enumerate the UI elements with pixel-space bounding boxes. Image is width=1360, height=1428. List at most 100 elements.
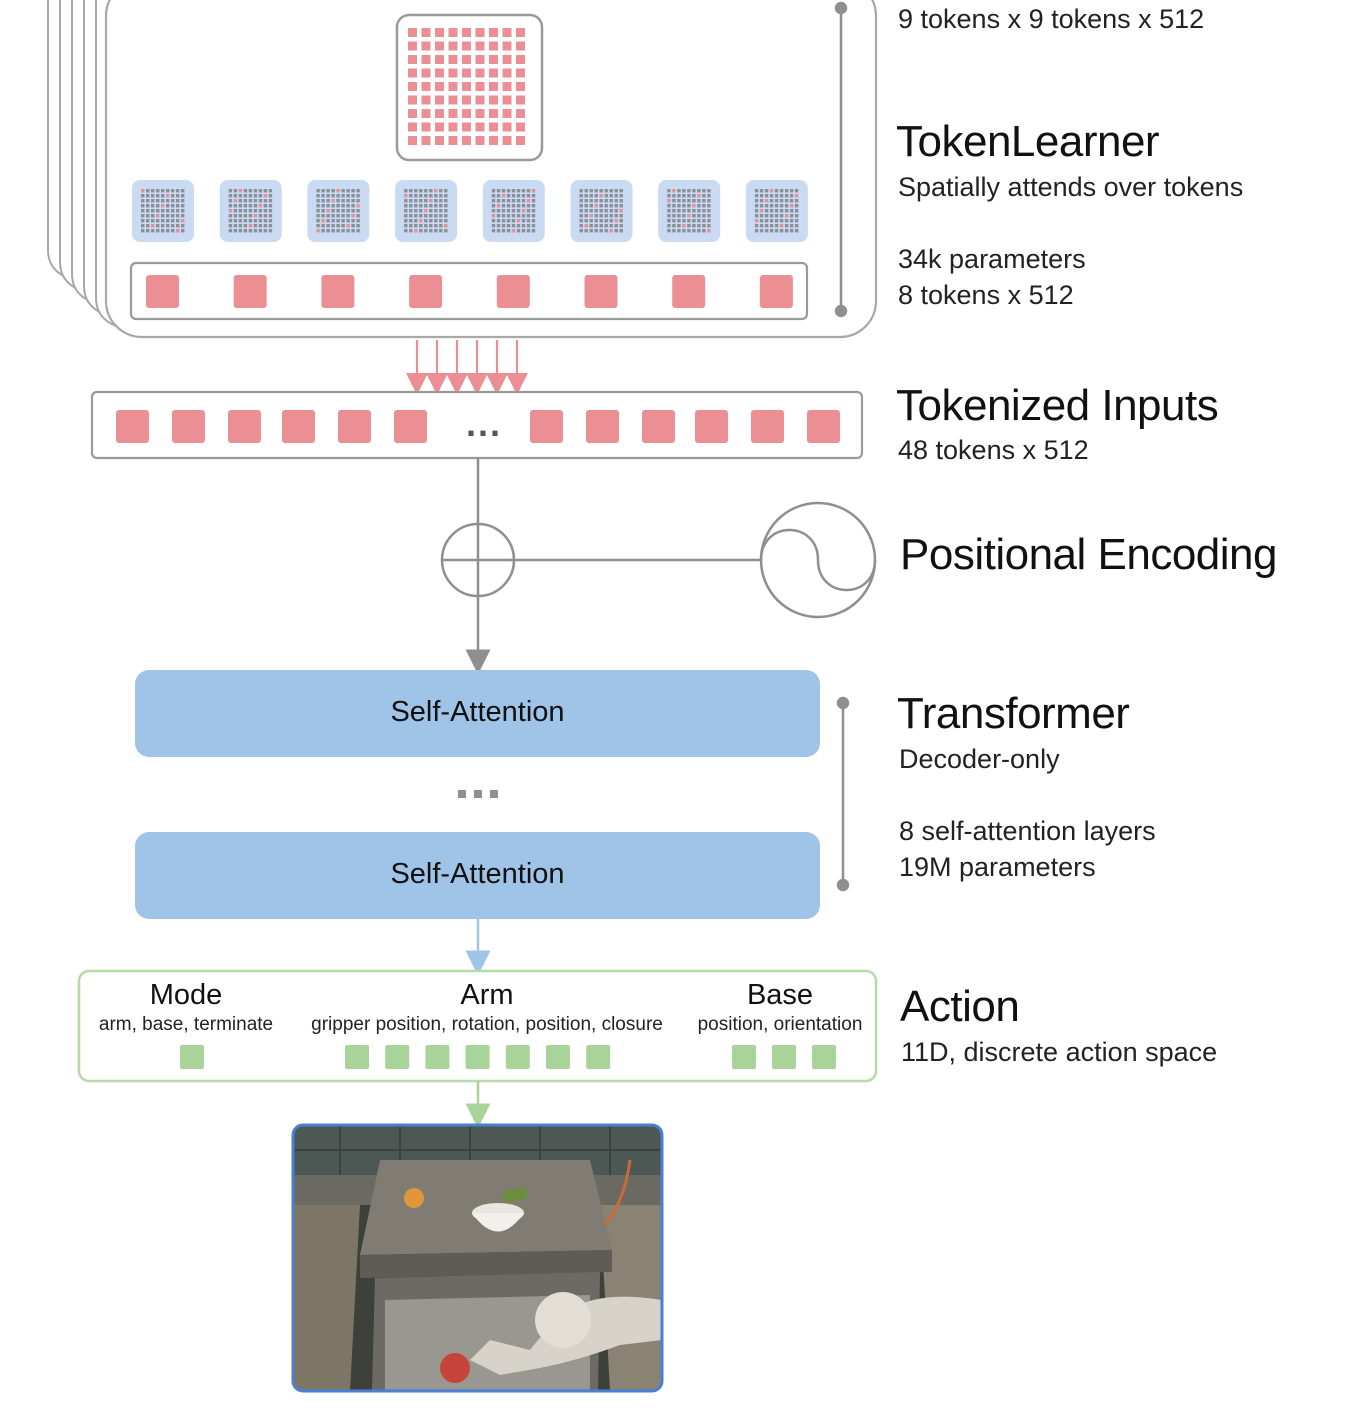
attention-cell <box>511 204 516 208</box>
attention-cell <box>321 224 325 228</box>
attention-cell <box>326 229 330 233</box>
grid-token <box>408 55 417 64</box>
attention-cell <box>794 189 799 193</box>
grid-token <box>502 82 512 91</box>
grid-token <box>421 136 431 145</box>
grid-token <box>435 55 444 64</box>
attention-cell <box>331 219 335 223</box>
attention-cell <box>682 229 686 233</box>
action-arm-label: Arm <box>460 979 514 1011</box>
attention-cell <box>331 204 335 208</box>
grid-token <box>462 55 471 64</box>
attention-cell <box>351 209 355 213</box>
attention-cell <box>754 199 759 203</box>
attention-cell <box>228 204 233 208</box>
attention-cell <box>146 219 150 223</box>
attention-cell <box>176 189 180 193</box>
attention-cell <box>789 194 794 198</box>
attention-cell <box>506 219 511 223</box>
grid-token <box>489 95 498 105</box>
attention-cell <box>501 224 506 228</box>
self-attention-label-top: Self-Attention <box>390 696 565 728</box>
attention-cell <box>326 219 330 223</box>
attention-cell <box>677 204 681 208</box>
attention-cell <box>156 199 160 203</box>
attention-cell <box>511 199 516 203</box>
attention-cell <box>141 209 145 213</box>
attention-cell <box>243 219 248 223</box>
attention-cell <box>697 209 701 213</box>
attention-cell <box>682 199 686 203</box>
attention-cell <box>341 194 345 198</box>
action-token <box>505 1045 530 1069</box>
attention-cell <box>511 219 516 223</box>
attention-cell <box>351 224 355 228</box>
attention-cell <box>156 204 160 208</box>
tokenized-inputs-shape: 48 tokens x 512 <box>898 435 1089 465</box>
attention-cell <box>161 214 165 218</box>
attention-cell <box>526 194 531 198</box>
grid-token <box>408 136 417 145</box>
attention-cell <box>414 224 418 228</box>
spatial-attention-maps <box>132 180 808 242</box>
grid-token <box>516 136 525 145</box>
attention-cell <box>444 219 448 223</box>
attention-cell <box>501 194 506 198</box>
attention-cell <box>248 214 253 218</box>
attention-cell <box>146 229 150 233</box>
attention-cell <box>316 224 320 228</box>
attention-cell <box>697 214 701 218</box>
grid-token <box>421 95 431 105</box>
attention-cell <box>243 199 248 203</box>
attention-cell <box>609 204 613 208</box>
attention-cell <box>161 189 165 193</box>
attention-cell <box>794 229 799 233</box>
attention-cell <box>346 189 350 193</box>
learned-token <box>146 275 179 308</box>
attention-cell <box>511 229 516 233</box>
grid-token <box>435 68 444 78</box>
attention-cell <box>789 219 794 223</box>
attention-cell <box>341 199 345 203</box>
attention-cell <box>171 209 175 213</box>
attention-cell <box>531 199 536 203</box>
attention-cell <box>341 219 345 223</box>
attention-cell <box>604 194 608 198</box>
attention-cell <box>248 199 253 203</box>
attention-cell <box>151 189 155 193</box>
attention-cell <box>166 199 170 203</box>
attention-cell <box>404 224 408 228</box>
attention-cell <box>604 204 608 208</box>
attention-cell <box>326 194 330 198</box>
attention-cell <box>677 214 681 218</box>
attention-cell <box>238 199 243 203</box>
attention-cell <box>491 214 496 218</box>
attention-cell <box>233 209 238 213</box>
attention-cell <box>619 219 623 223</box>
grid-token <box>516 28 525 37</box>
attention-cell <box>434 189 438 193</box>
action-subtitle: 11D, discrete action space <box>901 1037 1218 1067</box>
attention-cell <box>687 209 691 213</box>
input-token <box>642 410 675 443</box>
attention-cell <box>687 219 691 223</box>
attention-cell <box>439 194 443 198</box>
grid-token <box>435 41 444 51</box>
attention-cell <box>784 204 789 208</box>
attention-cell <box>579 209 583 213</box>
attention-cell <box>584 209 588 213</box>
attention-cell <box>233 219 238 223</box>
attention-cell <box>579 229 583 233</box>
attention-cell <box>258 194 263 198</box>
grid-token <box>421 41 431 51</box>
attention-cell <box>579 199 583 203</box>
action-token <box>345 1045 369 1069</box>
attention-cell <box>521 194 526 198</box>
action-token <box>385 1045 410 1069</box>
attention-cell <box>424 189 428 193</box>
attention-cell <box>351 189 355 193</box>
attention-cell <box>526 189 531 193</box>
attention-cell <box>604 214 608 218</box>
attention-cell <box>599 209 603 213</box>
attention-cell <box>521 199 526 203</box>
